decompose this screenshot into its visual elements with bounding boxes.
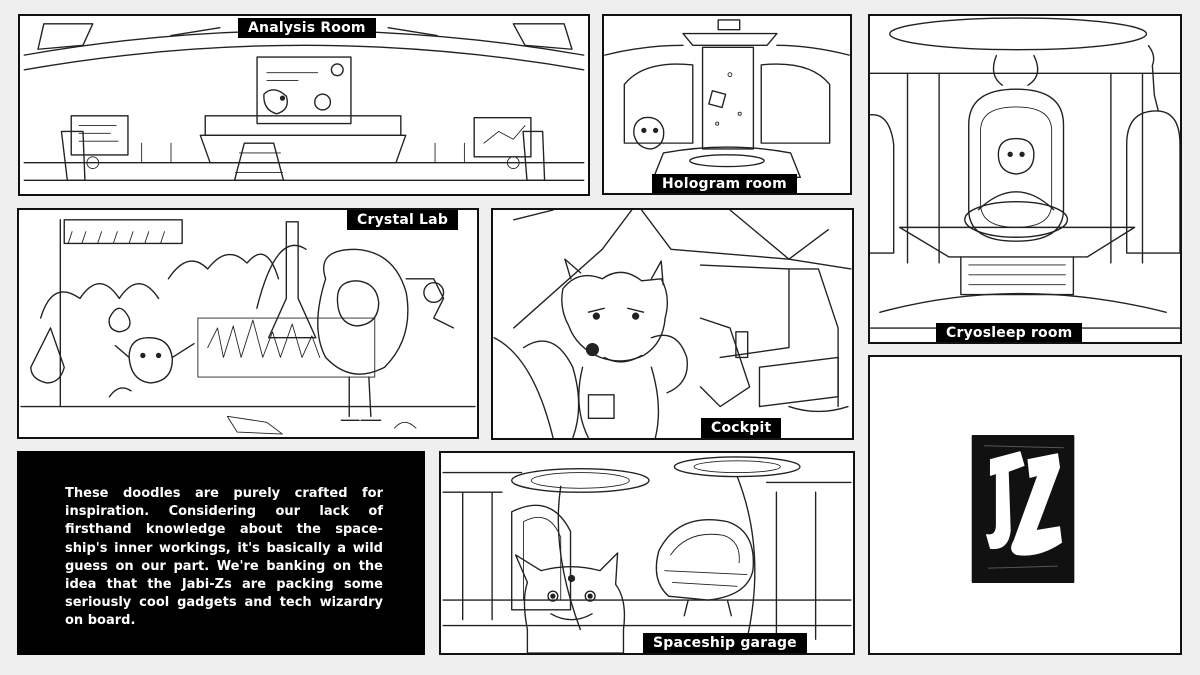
description-text: These doodles are purely crafted for ins… [65, 486, 383, 629]
panel-description: These doodles are purely crafted for ins… [17, 451, 425, 655]
panel-crystal-lab: Crystal Lab [17, 208, 479, 439]
cryosleep-room-drawing [870, 17, 1180, 329]
analysis-room-drawing [23, 23, 585, 181]
panel-hologram-room: Hologram room [602, 14, 852, 195]
panel-cockpit: Cockpit [491, 208, 854, 440]
panel-analysis-room: Analysis Room [18, 14, 590, 196]
cockpit-drawing [493, 210, 852, 438]
panel-cryosleep-room: Cryosleep room [868, 14, 1182, 344]
label-crystal-lab: Crystal Lab [347, 210, 459, 230]
panel-logo [868, 355, 1182, 655]
label-spaceship-garage: Spaceship garage [643, 633, 807, 653]
hologram-room-drawing [604, 19, 850, 179]
label-cryosleep-room: Cryosleep room [936, 323, 1083, 342]
jz-monogram-icon [971, 434, 1075, 583]
spaceship-garage-drawing [442, 456, 852, 653]
crystal-lab-drawing [20, 219, 476, 435]
label-analysis-room: Analysis Room [238, 18, 376, 38]
panel-spaceship-garage: Spaceship garage [439, 451, 855, 655]
label-cockpit: Cockpit [701, 418, 782, 438]
label-hologram-room: Hologram room [652, 174, 797, 193]
